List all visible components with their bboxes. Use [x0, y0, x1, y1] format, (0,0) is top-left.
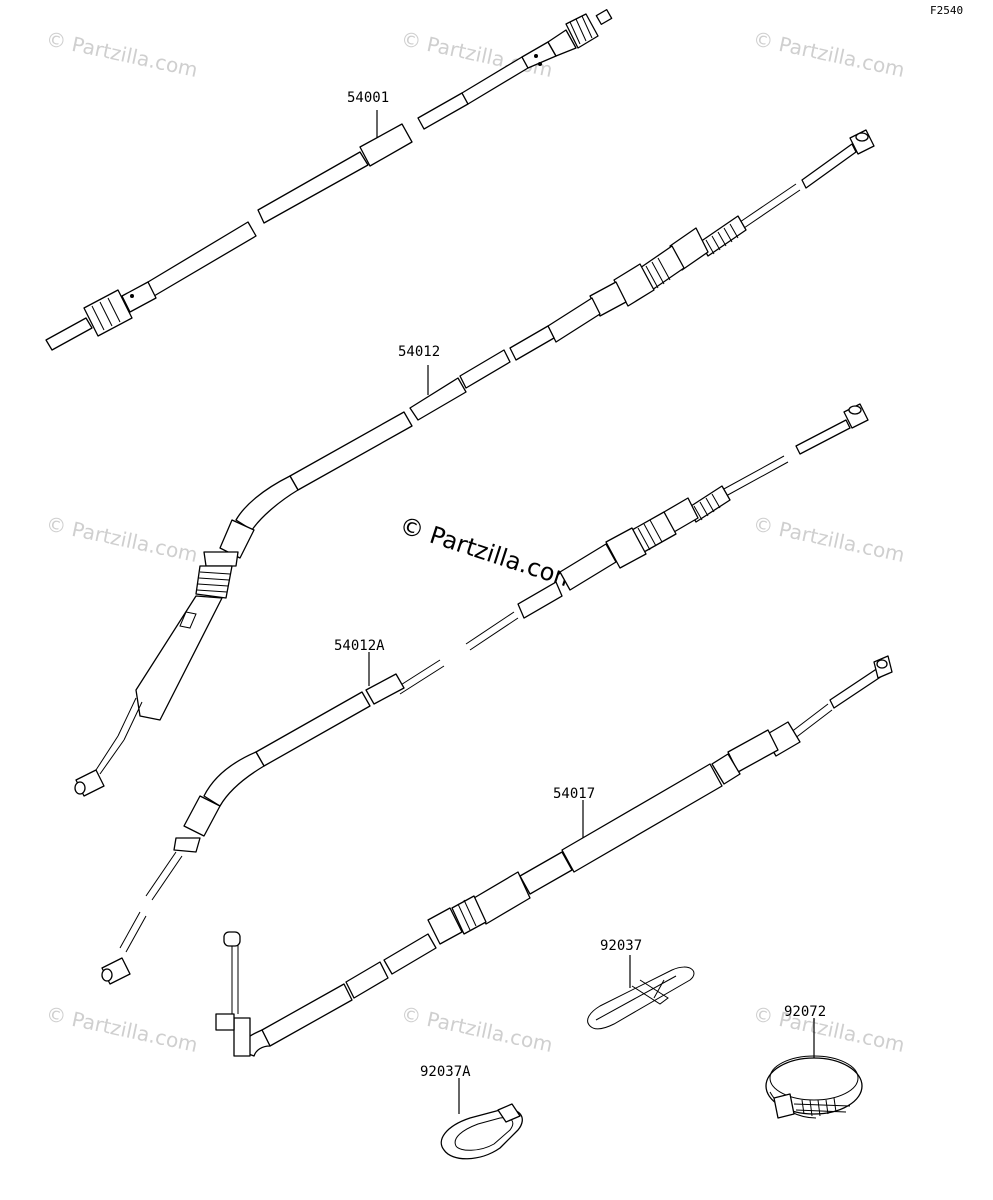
watermark-text: © Partzilla.com [751, 26, 907, 82]
cable-54001-drawing [45, 9, 613, 351]
part-label-54017: 54017 [553, 786, 595, 802]
part-label-54012A: 54012A [334, 638, 385, 654]
part-label-92072: 92072 [784, 1004, 826, 1020]
figure-code: F2540 [930, 4, 963, 17]
band-92072-drawing [765, 1018, 863, 1119]
watermark-text: © Partzilla.com [44, 1001, 200, 1057]
part-label-92037A: 92037A [420, 1064, 471, 1080]
watermark-text: © Partzilla.com [751, 1001, 907, 1057]
watermark-text: © Partzilla.com [44, 26, 200, 82]
cable-54017-drawing [215, 655, 893, 1057]
part-label-54012: 54012 [398, 344, 440, 360]
center-watermark: © Partzilla.com [396, 511, 581, 595]
cable-54012A-drawing [101, 403, 869, 985]
watermark-text: © Partzilla.com [399, 1001, 555, 1057]
cable-54012-drawing [74, 129, 875, 797]
part-label-54001: 54001 [347, 90, 389, 106]
watermark-text: © Partzilla.com [751, 511, 907, 567]
clip-92037-drawing [587, 955, 695, 1030]
watermark-text: © Partzilla.com [44, 511, 200, 567]
clamp-92037A-drawing [440, 1078, 523, 1160]
part-label-92037: 92037 [600, 938, 642, 954]
